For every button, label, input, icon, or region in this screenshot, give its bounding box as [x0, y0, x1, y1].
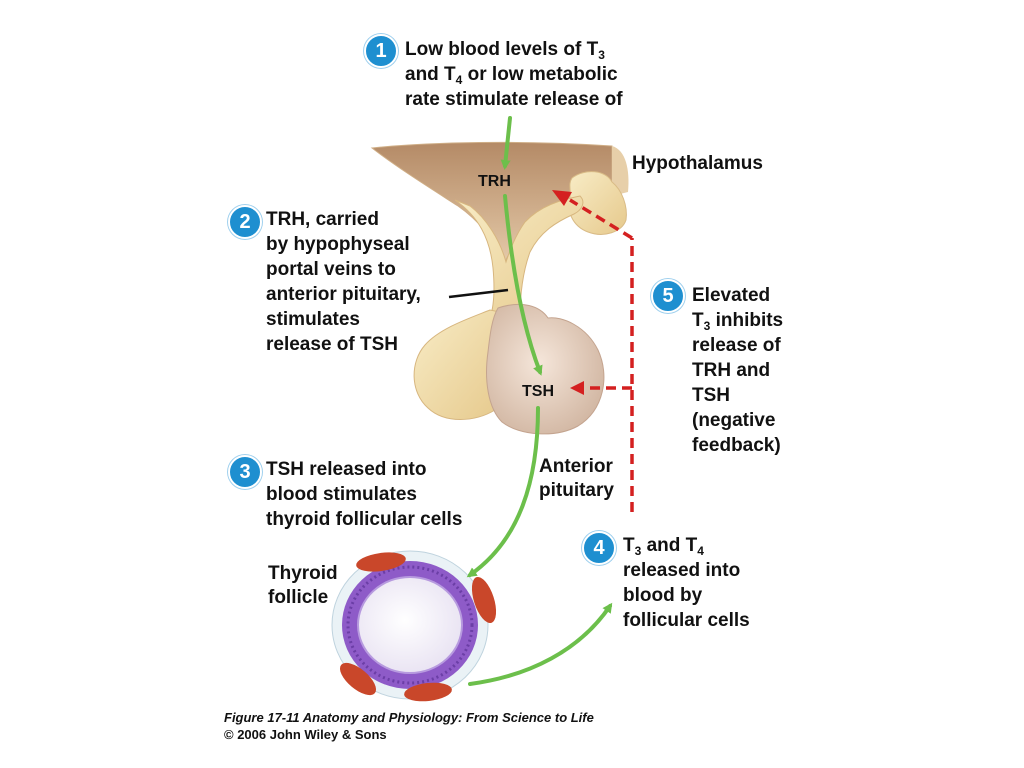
text-line: TSH released into — [266, 459, 427, 480]
tsh-label: TSH — [522, 383, 554, 400]
text-line: follicular cells — [623, 610, 750, 631]
subscript: 4 — [697, 544, 704, 558]
anterior-pituitary-label-line-2: pituitary — [539, 480, 614, 501]
text-line: stimulates — [266, 309, 360, 330]
arrow-trh-to-tsh — [503, 194, 543, 376]
text-line: and T4 or low metabolic — [405, 64, 618, 87]
pituitary-stalk-shape — [454, 195, 584, 319]
feedback-head-hypothalamus — [552, 190, 572, 206]
anterior-pituitary-label-line-1: Anterior — [539, 456, 613, 477]
subscript: 4 — [455, 73, 463, 87]
text-line: TRH and — [692, 360, 771, 381]
text-line: Elevated — [692, 285, 771, 306]
step-2-text: TRH, carried by hypophyseal portal veins t… — [266, 207, 421, 357]
thyroid-follicle-label-line-2: follicle — [268, 587, 329, 608]
text-line: release of TSH — [266, 334, 398, 355]
stimulation-arrows — [466, 116, 613, 686]
thyroid-follicle-label-line-1: Thyroid — [268, 563, 338, 584]
text-line: TRH, carried — [266, 209, 379, 230]
hypothalamus-label: Hypothalamus — [632, 153, 763, 174]
anterior-pituitary-shape — [486, 303, 605, 435]
text-line: released into — [623, 560, 741, 581]
step-5-badge: 5 — [651, 279, 685, 313]
step-1-badge: 1 — [364, 34, 398, 68]
thyroid-follicle-label: Thyroid follicle — [268, 562, 338, 610]
text-line: portal veins to — [266, 259, 396, 280]
text-line: T3 inhibits — [692, 310, 784, 333]
figure-caption-title: Figure 17-11 Anatomy and Physiology: Fro… — [224, 710, 594, 725]
subscript: 3 — [634, 544, 642, 558]
text-line: anterior pituitary, — [266, 284, 421, 305]
trh-label: TRH — [478, 173, 511, 190]
anterior-pituitary-label: Anterior pituitary — [539, 455, 614, 503]
thyroid-follicle-shape — [331, 550, 497, 702]
text-line: release of — [692, 335, 781, 356]
step-3-badge: 3 — [228, 455, 262, 489]
text-line: feedback) — [692, 435, 781, 456]
figure-caption: Figure 17-11 Anatomy and Physiology: Fro… — [224, 709, 594, 743]
text-line: T3 and T4 — [623, 535, 704, 558]
arrow-tsh-to-follicle — [466, 406, 540, 578]
text-line: (negative — [692, 410, 776, 431]
feedback-head-pituitary — [570, 381, 584, 395]
text-line: blood by — [623, 585, 703, 606]
arrow-step1-to-trh — [500, 116, 512, 170]
subscript: 3 — [598, 48, 605, 62]
step-3-text: TSH released into blood stimulates thyroid… — [266, 457, 462, 532]
text-line: TSH — [692, 385, 730, 406]
step-4-badge: 4 — [582, 531, 616, 565]
subscript: 3 — [703, 319, 711, 333]
arrow-follicle-to-blood — [468, 602, 613, 686]
hypothalamus-shape — [370, 141, 629, 264]
text-line: Low blood levels of T3 — [405, 39, 605, 62]
text-line: thyroid follicular cells — [266, 509, 463, 530]
text-line: blood stimulates — [266, 484, 417, 505]
step-2-badge: 2 — [228, 205, 262, 239]
anterior-pituitary-pointer — [448, 288, 509, 299]
text-line: rate stimulate release of — [405, 89, 623, 110]
feedback-to-hypothalamus — [569, 198, 633, 240]
text-line: by hypophyseal — [266, 234, 410, 255]
figure-caption-copyright: © 2006 John Wiley & Sons — [224, 727, 387, 742]
